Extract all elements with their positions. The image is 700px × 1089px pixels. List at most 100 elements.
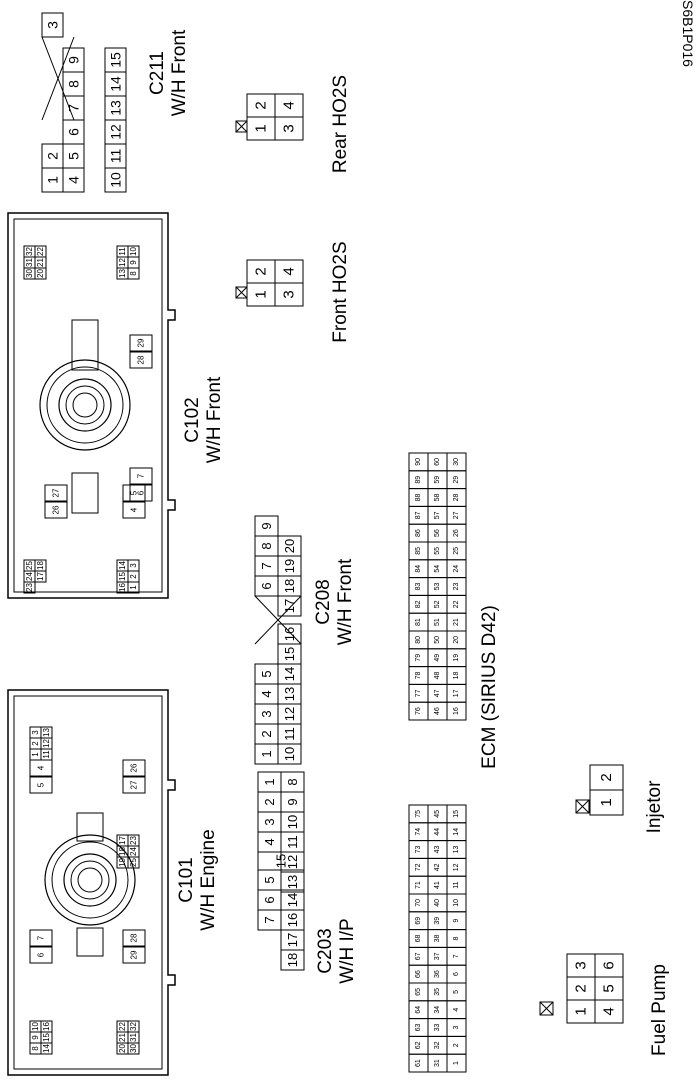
ecm-pin-8-number: 8	[453, 936, 460, 940]
ecm-pin-88: 88	[408, 488, 429, 507]
ecm-pin-28-number: 28	[453, 494, 460, 502]
c102-pin-23-box	[23, 581, 36, 594]
c211-pin-8: 8	[62, 71, 85, 97]
fuel-pump-pin-1: 1	[566, 999, 596, 1024]
ecm-pin-87-number: 87	[415, 511, 422, 519]
c203-pin-14: 14	[280, 889, 305, 911]
ecm-pin-10-number: 10	[453, 899, 460, 907]
c102-pin-23: 23	[23, 581, 36, 594]
ecm-pin-50: 50	[427, 630, 448, 650]
ecm-pin-2: 2	[446, 1035, 467, 1055]
c101-pin-26: 26	[122, 759, 146, 777]
fuel-pump-pin-6-box	[594, 953, 624, 978]
ecm-pin-73: 73	[408, 840, 429, 859]
c203-pin-13-number: 13	[285, 875, 300, 889]
ecm-pin-63: 63	[408, 1018, 429, 1037]
ecm-pin-18: 18	[446, 666, 467, 685]
c102-pin-17-number: 17	[36, 572, 45, 581]
c101-pin-6-number: 6	[37, 952, 46, 957]
c102-pin-20-box	[34, 267, 47, 280]
ecm-pin-5: 5	[446, 982, 467, 1002]
ecm-pin-33: 33	[427, 1018, 448, 1037]
ecm-pin-55-number: 55	[434, 547, 441, 555]
ecm-pin-60-number: 60	[434, 458, 441, 466]
ecm-pin-77: 77	[408, 683, 429, 703]
c102-pin-32-number: 32	[25, 247, 34, 256]
ecm-pin-32-number: 32	[434, 1041, 441, 1049]
rear-ho2s-pin-2: 2	[246, 93, 276, 118]
fuel-pump-pin-5: 5	[594, 976, 624, 1001]
c211-pin-15-number: 15	[108, 52, 124, 68]
ecm-pin-17: 17	[446, 683, 467, 703]
c101-pin-13-box	[40, 726, 53, 739]
c102-pin-9-number: 9	[129, 260, 138, 265]
ecm-pin-12: 12	[446, 857, 467, 877]
ecm-pin-71: 71	[408, 875, 429, 895]
c211-pin-9: 9	[62, 47, 85, 73]
c203-pin-17-number: 17	[285, 933, 300, 947]
injector-pin-2: 2	[589, 764, 624, 791]
ecm-pin-89-number: 89	[415, 476, 422, 484]
c101-pin-4-box	[29, 759, 53, 777]
c203-pin-1-number: 1	[262, 778, 277, 785]
ecm-pin-49: 49	[427, 648, 448, 668]
c208-pin-20: 20	[277, 535, 302, 557]
ecm-pin-7: 7	[446, 946, 467, 966]
c102-pin-12-number: 12	[118, 258, 127, 267]
c102-pin-31: 31	[23, 256, 36, 269]
c101-pin-12: 12	[40, 737, 53, 750]
c203-harness: W/H I/P	[337, 918, 358, 983]
c208-pin-9-box	[254, 515, 279, 537]
ecm-pin-51-number: 51	[434, 618, 441, 626]
ecm-pin-27-number: 27	[453, 511, 460, 519]
c211-pin-15-box	[104, 47, 127, 73]
c101-pin-25-box	[127, 856, 140, 869]
rear-ho2s-pin-1: 1	[246, 116, 276, 141]
ecm-pin-46-number: 46	[434, 707, 441, 715]
figure-code: S6B1P016	[680, 0, 696, 67]
injector-label: Injetor	[644, 780, 665, 833]
ecm-pin-41-number: 41	[434, 881, 441, 889]
ecm-pin-13-number: 13	[453, 846, 460, 854]
ecm-pin-26: 26	[446, 523, 467, 543]
c203-pin-11-number: 11	[285, 835, 300, 849]
ecm-pin-43-number: 43	[434, 846, 441, 854]
ecm-pin-35: 35	[427, 982, 448, 1002]
c101-pin-20: 20	[116, 1042, 129, 1055]
c102-pin-18: 18	[34, 559, 47, 572]
ecm-pin-64-number: 64	[415, 1006, 422, 1014]
c101-pin-7: 7	[29, 929, 53, 947]
fuel-pump-pin-3-number: 3	[573, 961, 590, 969]
c102-harness: W/H Front	[204, 376, 225, 463]
ecm-pin-29: 29	[446, 470, 467, 490]
front-ho2s-lock-icon	[235, 286, 248, 299]
ecm-pin-67: 67	[408, 946, 429, 966]
fuel-pump-pin-4-number: 4	[601, 1007, 618, 1015]
ecm-pin-3-number: 3	[453, 1025, 460, 1029]
ecm-pin-86-number: 86	[415, 529, 422, 537]
c101-pin-30: 30	[127, 1042, 140, 1055]
rear-ho2s-pin-4-box	[274, 93, 304, 118]
c211-pin-15: 15	[104, 47, 127, 73]
c208-name: C208	[313, 579, 334, 624]
c101-pin-27-number: 27	[130, 780, 139, 789]
c102-pin-26: 26	[44, 501, 68, 519]
ecm-pin-87: 87	[408, 505, 429, 525]
ecm-pin-90: 90	[408, 452, 429, 472]
ecm-pin-48-number: 48	[434, 672, 441, 680]
c203-pin-15: 15	[257, 851, 305, 871]
ecm-label: ECM (SIRIUS D42)	[479, 605, 500, 769]
ecm-pin-59: 59	[427, 470, 448, 490]
ecm-pin-2-number: 2	[453, 1043, 460, 1047]
c208-pin-2: 2	[254, 723, 279, 745]
c208-pin-18-number: 18	[282, 579, 297, 593]
c203-pin-16: 16	[280, 909, 305, 931]
c101-pin-28-number: 28	[130, 933, 139, 942]
ecm-pin-15-number: 15	[453, 810, 460, 818]
c211-pin-3-number: 3	[45, 21, 61, 29]
ecm-pin-82: 82	[408, 594, 429, 614]
ecm-pin-53: 53	[427, 577, 448, 596]
